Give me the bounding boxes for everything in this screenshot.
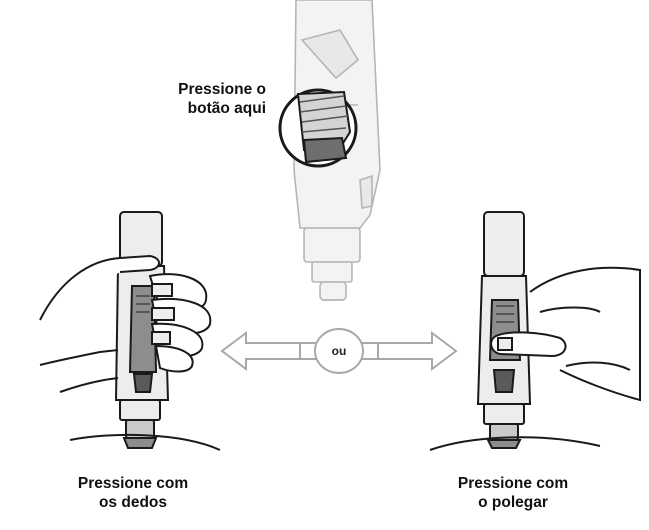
left-label-line-2: os dedos [98, 494, 168, 511]
left-label-line-1: Pressione com [77, 475, 189, 492]
right-skin-line [429, 436, 601, 451]
pen-right [476, 211, 532, 449]
top-instruction-label: Pressione o botão aqui [150, 80, 266, 118]
pen-left [114, 211, 170, 449]
top-label-line-1: Pressione o [178, 81, 266, 98]
or-bubble: ou [314, 328, 364, 374]
or-double-arrow [220, 331, 458, 371]
right-label-line-2: o polegar [478, 494, 548, 511]
left-skin-line [69, 433, 221, 451]
left-hand [39, 254, 212, 393]
left-instruction-label: Pressione com os dedos [58, 474, 208, 512]
right-label-line-1: Pressione com [457, 475, 569, 492]
top-label-line-2: botão aqui [187, 100, 266, 117]
right-hand [490, 266, 641, 402]
or-label: ou [332, 344, 347, 358]
button-magnifier [278, 88, 358, 168]
right-instruction-label: Pressione com o polegar [438, 474, 588, 512]
